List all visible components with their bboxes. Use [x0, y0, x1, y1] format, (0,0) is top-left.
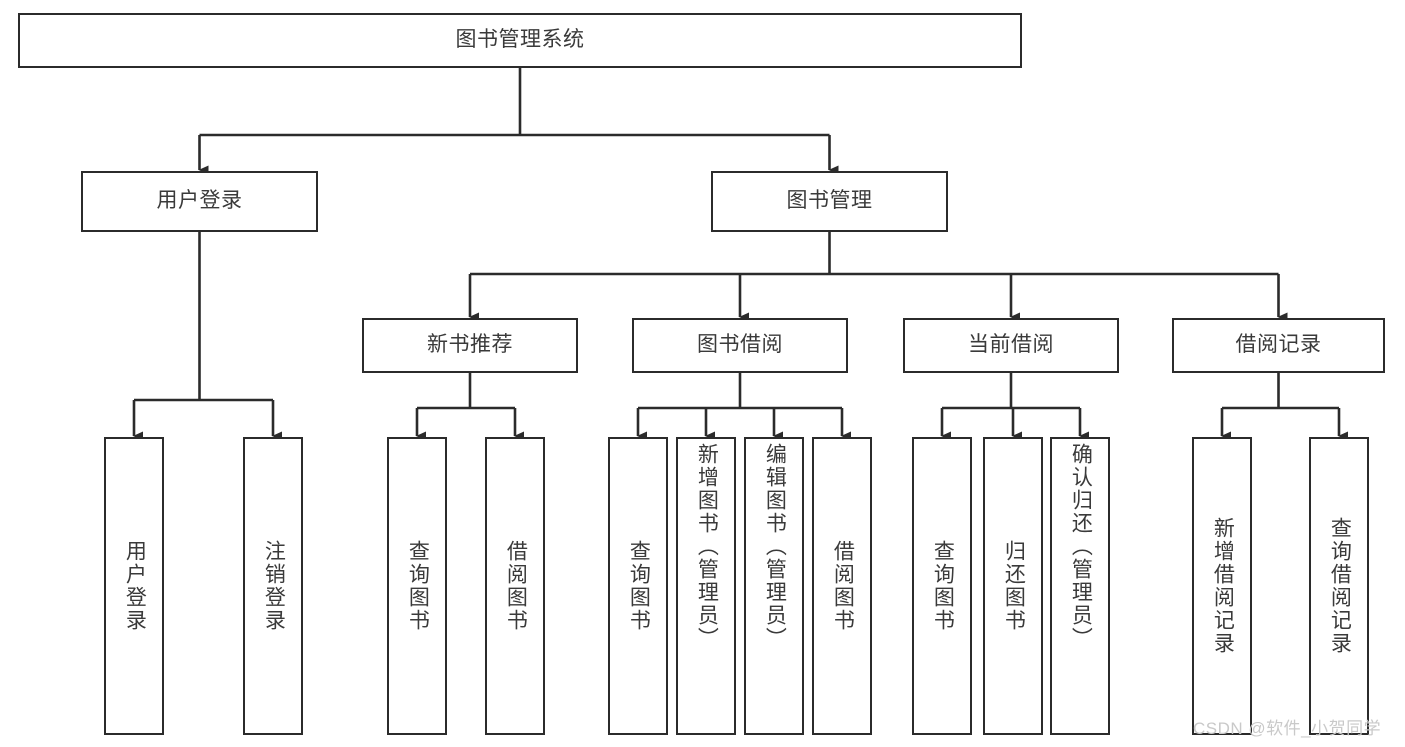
node-leaf-query-book-1[interactable]: 查询图书 [387, 437, 447, 735]
node-leaf-add-book[interactable]: 新增图书（管理员） [676, 437, 736, 735]
node-label: 查询借阅记录 [1328, 517, 1352, 655]
node-leaf-add-record[interactable]: 新增借阅记录 [1192, 437, 1252, 735]
node-leaf-confirm-ret[interactable]: 确认归还（管理员） [1050, 437, 1110, 735]
node-book-borrow[interactable]: 图书借阅 [632, 318, 848, 373]
node-leaf-query-book-3[interactable]: 查询图书 [912, 437, 972, 735]
node-label: 用户登录 [156, 189, 243, 213]
edge-group [132, 68, 1348, 441]
node-label: 查询图书 [627, 540, 651, 632]
node-leaf-query-book-2[interactable]: 查询图书 [608, 437, 668, 735]
node-label: 新增借阅记录 [1211, 517, 1235, 655]
node-label: 注销登录 [262, 540, 286, 632]
node-leaf-edit-book[interactable]: 编辑图书（管理员） [744, 437, 804, 735]
node-leaf-borrow-book-2[interactable]: 借阅图书 [812, 437, 872, 735]
node-leaf-user-login[interactable]: 用户登录 [104, 437, 164, 735]
watermark: CSDN @软件_小贺同学 [1193, 719, 1382, 738]
node-leaf-query-record[interactable]: 查询借阅记录 [1309, 437, 1369, 735]
node-label: 编辑图书（管理员） [763, 443, 787, 650]
node-label: 借阅记录 [1235, 333, 1322, 357]
node-label: 借阅图书 [831, 540, 855, 632]
node-leaf-borrow-book-1[interactable]: 借阅图书 [485, 437, 545, 735]
node-label: 查询图书 [406, 540, 430, 632]
node-label: 图书管理 [786, 189, 873, 213]
node-label: 确认归还（管理员） [1069, 443, 1093, 650]
node-book-manage[interactable]: 图书管理 [711, 171, 948, 232]
node-label: 借阅图书 [504, 540, 528, 632]
node-leaf-user-logout[interactable]: 注销登录 [243, 437, 303, 735]
node-label: 归还图书 [1002, 540, 1026, 632]
node-new-book-rec[interactable]: 新书推荐 [362, 318, 578, 373]
node-label: 查询图书 [931, 540, 955, 632]
node-borrow-record[interactable]: 借阅记录 [1172, 318, 1385, 373]
node-user-login[interactable]: 用户登录 [81, 171, 318, 232]
node-label: 当前借阅 [968, 333, 1054, 357]
node-label: 新增图书（管理员） [695, 443, 719, 650]
node-label: 新书推荐 [427, 333, 513, 357]
node-current-borrow[interactable]: 当前借阅 [903, 318, 1119, 373]
node-leaf-return-book[interactable]: 归还图书 [983, 437, 1043, 735]
node-label: 图书管理系统 [455, 28, 585, 52]
node-label: 用户登录 [123, 540, 147, 632]
node-root[interactable]: 图书管理系统 [18, 13, 1022, 68]
node-label: 图书借阅 [697, 333, 783, 357]
